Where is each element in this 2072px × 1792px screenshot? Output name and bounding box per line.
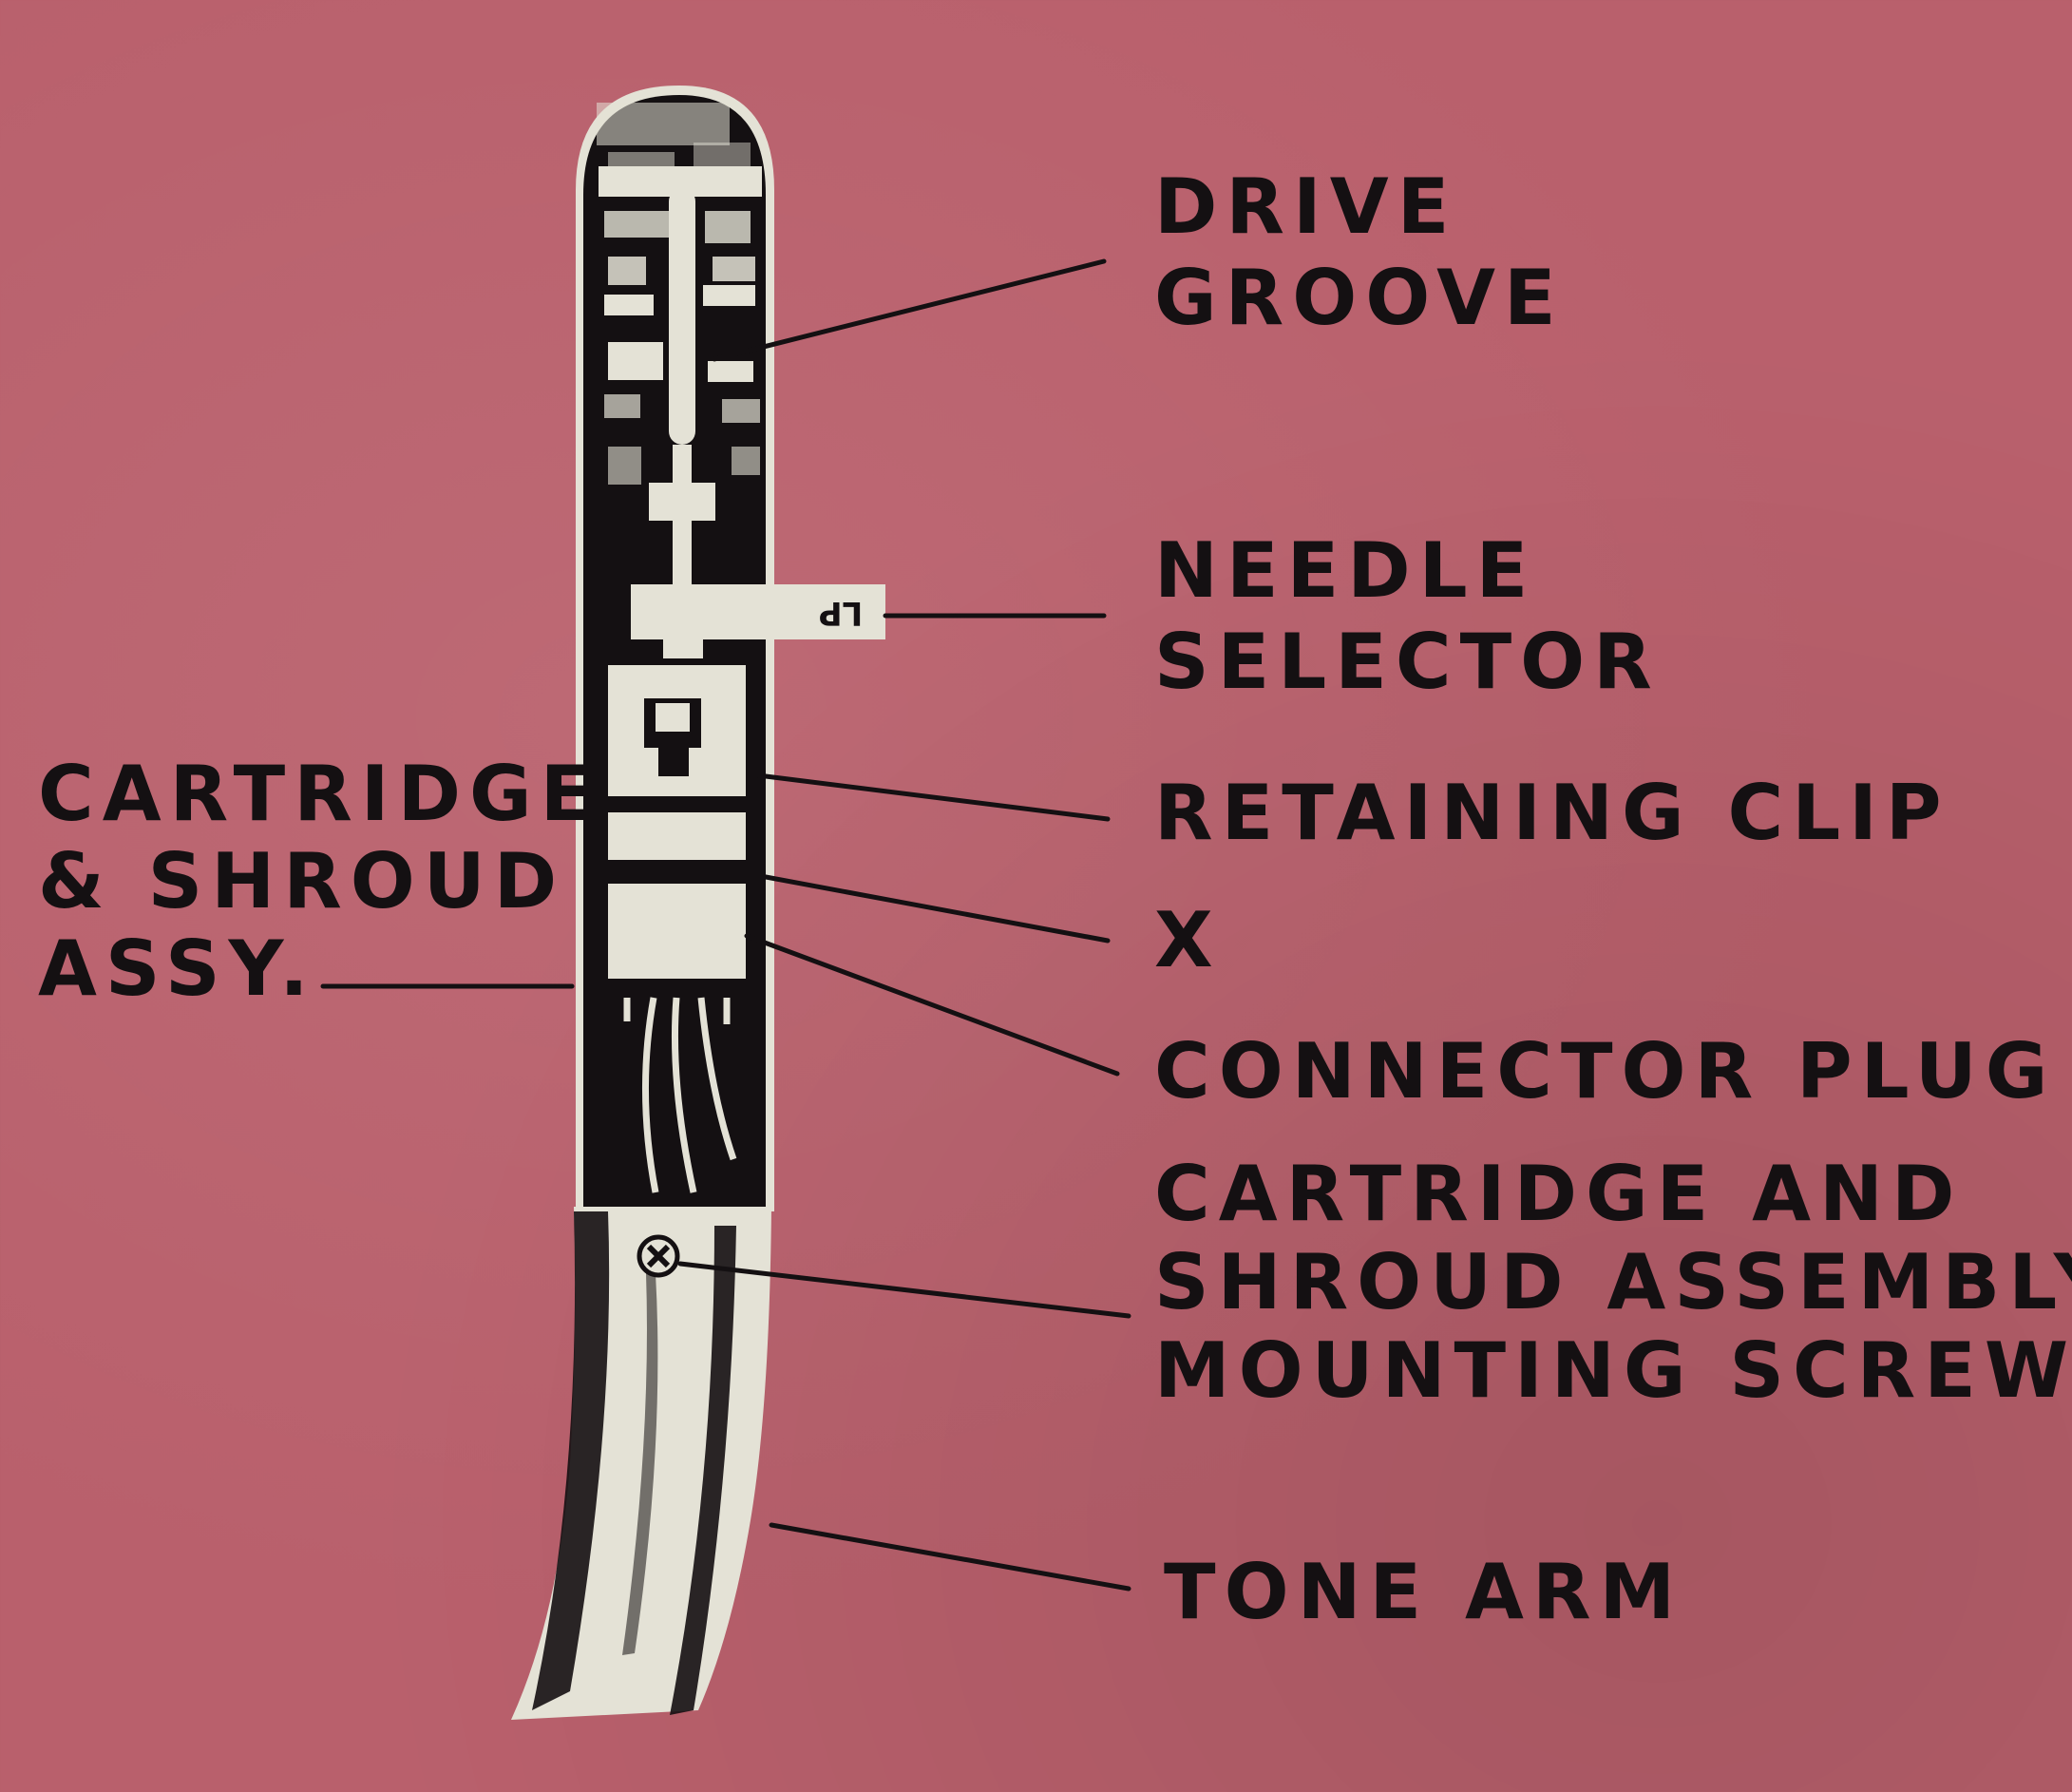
- label-x: X: [1154, 896, 1222, 984]
- retaining-clip: [608, 665, 746, 796]
- needle-selector: LP: [631, 584, 885, 658]
- label-drive-groove: DRIVE GROOVE: [1154, 162, 1565, 342]
- label-retaining-clip: RETAINING CLIP: [1154, 769, 1950, 857]
- needle-selector-lp-text: LP: [819, 594, 864, 632]
- tone-arm-shading: [532, 1211, 736, 1715]
- mounting-screw-icon: [637, 1234, 680, 1278]
- connector-wires: [623, 997, 737, 1193]
- part-x-block: [608, 812, 746, 860]
- connector-plug-block: [608, 884, 746, 979]
- leader-drive-groove: [712, 258, 1107, 362]
- drive-groove-shaft: [649, 188, 715, 587]
- leader-retaining-clip: [748, 772, 1111, 822]
- label-cartridge-shroud: CARTRIDGE & SHROUD ASSY.: [38, 750, 601, 1013]
- label-mounting-screw: CARTRIDGE AND SHROUD ASSEMBLY MOUNTING S…: [1154, 1150, 2072, 1415]
- label-tone-arm: TONE ARM: [1164, 1548, 1684, 1636]
- label-connector-plug: CONNECTOR PLUG: [1154, 1027, 2057, 1115]
- leader-lines: [320, 258, 1131, 1592]
- leader-tone-arm: [769, 1522, 1131, 1592]
- leader-connector-plug: [744, 933, 1120, 1077]
- leader-mounting-screw: [677, 1261, 1131, 1319]
- label-needle-selector: NEEDLE SELECTOR: [1154, 526, 1661, 706]
- shroud-top-texture: [597, 103, 762, 485]
- leader-x: [748, 871, 1111, 944]
